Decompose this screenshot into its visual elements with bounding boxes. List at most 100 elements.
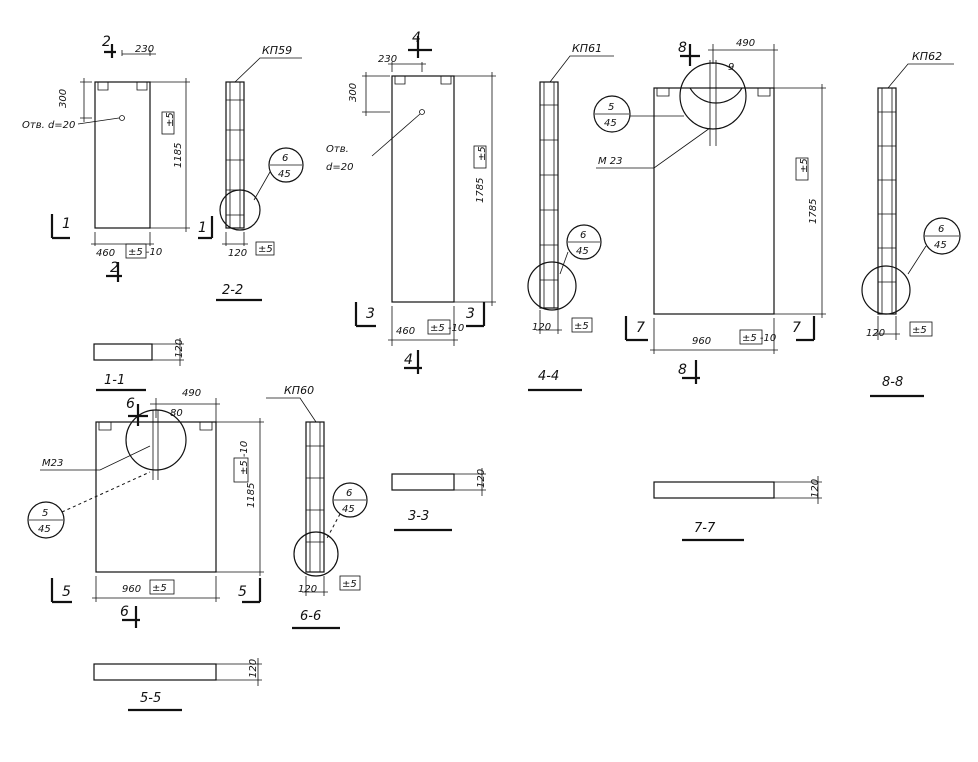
tol-box-height bbox=[233, 457, 249, 483]
dim-width: 960 bbox=[692, 336, 711, 347]
detail-callout-6-45 bbox=[332, 482, 368, 518]
kp60-rebar-lines bbox=[309, 422, 321, 572]
kp60-detail-circle bbox=[293, 531, 339, 577]
cut-marker-3-left bbox=[354, 302, 376, 328]
tol-width: ±5 -10 bbox=[742, 333, 776, 344]
kp61-detail-circle bbox=[527, 261, 577, 311]
panel-kp59-side-view: КП59 6 45 120 ±5 2-2 bbox=[216, 44, 304, 302]
kp60-label-leader bbox=[266, 397, 317, 423]
panel-kp59-outline bbox=[94, 81, 151, 229]
kp61-side-outline bbox=[539, 81, 559, 309]
kp60-rebar-ties bbox=[306, 445, 324, 543]
kp60-detail-circle bbox=[125, 409, 187, 471]
dim-width: 960 bbox=[122, 584, 141, 595]
kp62-label-leader bbox=[887, 63, 954, 89]
dim-top-offset: 300 bbox=[58, 89, 69, 108]
panel-label-kp61: КП61 bbox=[572, 42, 602, 55]
tol-width: ±5 bbox=[152, 583, 167, 594]
detail-callout-5-45 bbox=[593, 95, 631, 133]
dim-height: 1185 bbox=[173, 143, 184, 168]
kp60-thickness-dim bbox=[302, 576, 328, 596]
section-5-5: 120 5-5 bbox=[93, 658, 262, 712]
section-7-7-shape bbox=[653, 481, 775, 499]
panel-kp61-outline bbox=[391, 75, 455, 303]
kp61-tol-box bbox=[571, 317, 593, 333]
cut-label-5-left: 5 bbox=[62, 584, 71, 600]
tol-box-width bbox=[149, 579, 175, 595]
kp60-thickness-tol: ±5 bbox=[342, 579, 357, 590]
cut-label-4-bottom: 4 bbox=[404, 352, 413, 368]
cut-marker-7-left bbox=[624, 316, 648, 342]
panel-label-kp59: КП59 bbox=[262, 44, 292, 57]
kp62-tol-box bbox=[909, 321, 933, 337]
dim-top-width: 230 bbox=[378, 54, 397, 65]
callout-num: 6 bbox=[580, 230, 586, 241]
section-label-5-5: 5-5 bbox=[140, 691, 161, 706]
panel-kp59-front-view: Отв. d=20 230 2 300 1185 ±5 460 ±5 -10 1… bbox=[22, 34, 214, 282]
tol-width: ±5 -10 bbox=[128, 247, 162, 258]
cut-label-7-right: 7 bbox=[792, 320, 801, 336]
cut-label-6-bottom: 6 bbox=[120, 604, 129, 620]
dim-right-1185 bbox=[216, 418, 264, 576]
kp62-side-outline bbox=[877, 87, 897, 315]
hole-label: Отв. d=20 bbox=[22, 120, 75, 131]
section-label-7-7: 7-7 bbox=[694, 521, 716, 536]
section-label-2-2: 2-2 bbox=[222, 283, 243, 298]
kp59-thickness: 120 bbox=[228, 248, 247, 259]
dim-top-230 bbox=[121, 50, 156, 56]
kp62-rebar-lines bbox=[881, 88, 893, 314]
panel-kp61-notches bbox=[394, 76, 452, 85]
panel-kp61-side-view: КП61 6 45 120 ±5 4-4 bbox=[527, 42, 614, 392]
cut-label-8-top: 8 bbox=[678, 40, 687, 56]
section-label-4-4: 4-4 bbox=[538, 369, 559, 384]
kp59-thickness-dim bbox=[222, 232, 248, 246]
marker-m23: М 23 bbox=[598, 156, 623, 167]
cut-label-6-top: 6 bbox=[126, 396, 135, 412]
section-label-6-6: 6-6 bbox=[300, 609, 321, 624]
dim-top-offset: 300 bbox=[348, 83, 359, 102]
section-5-5-shape bbox=[93, 663, 217, 681]
panel-kp61-hole bbox=[419, 109, 425, 115]
hole-leader-line bbox=[77, 117, 120, 125]
section-5-5-dim bbox=[216, 658, 262, 686]
panel-kp60-notches bbox=[98, 422, 213, 431]
tol-box-width bbox=[427, 319, 451, 335]
cut-marker-8-bottom bbox=[682, 360, 700, 384]
dim-top-width: 490 bbox=[736, 38, 755, 49]
kp59-rebar-lines bbox=[229, 82, 241, 228]
cut-label-3-left: 3 bbox=[366, 306, 375, 322]
callout-num: 6 bbox=[346, 488, 352, 499]
dim-right-1785 bbox=[454, 72, 496, 306]
section-7-7: 120 7-7 bbox=[653, 476, 822, 542]
tol-box-width bbox=[125, 243, 147, 259]
section-label-1-1: 1-1 bbox=[104, 373, 125, 388]
section-7-7-thickness: 120 bbox=[810, 479, 821, 498]
kp59-thickness-tol: ±5 bbox=[258, 244, 273, 255]
kp59-tol-box bbox=[255, 241, 275, 256]
cut-label-2-bottom: 2 bbox=[110, 260, 119, 276]
section-7-7-dim bbox=[774, 476, 822, 504]
dim-height: 1785 bbox=[475, 178, 486, 203]
detail-callout-5-45 bbox=[27, 501, 65, 539]
kp62-thickness: 120 bbox=[866, 328, 885, 339]
callout-leader bbox=[253, 171, 271, 201]
section-5-5-thickness: 120 bbox=[248, 659, 259, 678]
cut-marker-1-left bbox=[50, 214, 70, 240]
detail-callout-6-45 bbox=[268, 147, 304, 183]
dim-bottom-460 bbox=[388, 306, 458, 346]
hole-label-b: d=20 bbox=[326, 162, 353, 173]
section-1-1-thickness: 120 bbox=[174, 339, 185, 358]
cut-marker-3-right bbox=[466, 302, 486, 328]
tol-width: ±5 -10 bbox=[430, 323, 464, 334]
dim-height: 1185 bbox=[246, 483, 257, 508]
panel-kp59-hole bbox=[119, 115, 125, 121]
section-1-1-shape bbox=[93, 343, 153, 361]
section-3-3-thickness: 120 bbox=[476, 469, 487, 488]
panel-kp62-notches bbox=[656, 88, 771, 97]
tol-height: ±5 bbox=[799, 158, 810, 173]
cut-label-3-right: 3 bbox=[466, 306, 475, 322]
tol-box-height bbox=[161, 111, 175, 135]
cut-marker-2-top bbox=[104, 44, 116, 58]
dim-top-490 bbox=[708, 44, 778, 88]
kp59-rebar-ties bbox=[226, 99, 244, 216]
